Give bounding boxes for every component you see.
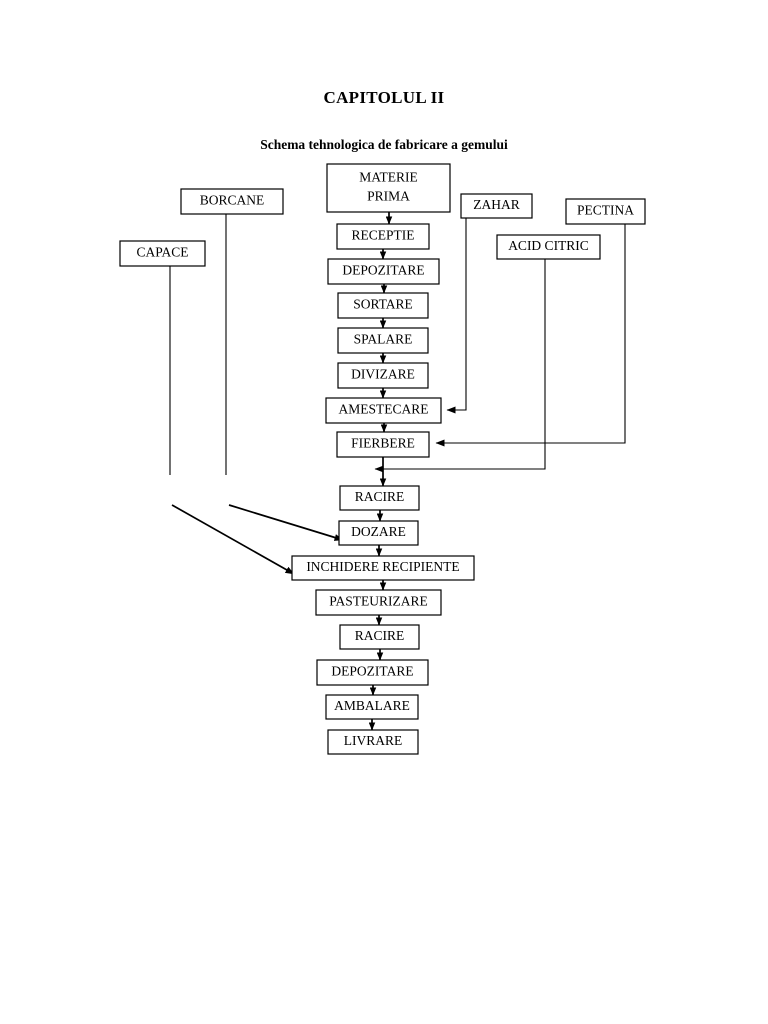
node-label: ACID CITRIC [508, 238, 589, 253]
node-label: AMBALARE [334, 698, 410, 713]
node-box [316, 659, 429, 686]
arrow-diagonal [171, 504, 295, 575]
flow-node-spalare[interactable]: SPALARE [337, 327, 429, 354]
node-label: LIVRARE [344, 733, 403, 748]
flow-node-fierbere[interactable]: FIERBERE [336, 431, 430, 458]
arrow-elbow [435, 224, 626, 447]
page-title: CAPITOLUL II [323, 88, 445, 107]
flow-edge-acid-citric-to-fierbere [374, 259, 546, 473]
node-layer: MATERIE PRIMA RECEPTIE DEPOZITARE SORTARE SPA… [119, 163, 646, 755]
node-label: DOZARE [351, 524, 406, 539]
node-label: INCHIDERE RECIPIENTE [306, 559, 459, 574]
node-label: ZAHAR [473, 197, 520, 212]
node-label: SORTARE [353, 297, 413, 312]
node-box [315, 589, 442, 616]
node-box [337, 327, 429, 354]
page-subtitle: Schema tehnologica de fabricare a gemulu… [260, 137, 508, 152]
flow-node-pasteurizare[interactable]: PASTEURIZARE [315, 589, 442, 616]
node-box [339, 485, 420, 511]
flow-node-pectina[interactable]: PECTINA [565, 198, 646, 225]
flow-edge-capace-to-inchidere-recipiente [169, 266, 295, 575]
node-label: BORCANE [200, 193, 265, 208]
flow-edge-zahar-to-amestecare [446, 218, 467, 414]
node-label: FIERBERE [351, 436, 415, 451]
node-label: DEPOZITARE [331, 664, 413, 679]
flow-node-dozare[interactable]: DOZARE [338, 520, 419, 546]
flow-node-depozitare-1[interactable]: DEPOZITARE [327, 258, 440, 285]
flow-node-zahar[interactable]: ZAHAR [460, 193, 533, 219]
flow-edge-pectina-to-fierbere [435, 224, 626, 447]
flow-node-materie-prima[interactable]: MATERIE PRIMA [326, 163, 451, 213]
flow-node-capace[interactable]: CAPACE [119, 240, 206, 267]
arrow-elbow [374, 259, 546, 473]
flow-node-inchidere-recipiente[interactable]: INCHIDERE RECIPIENTE [291, 555, 475, 581]
node-box [327, 729, 419, 755]
flow-node-sortare[interactable]: SORTARE [337, 292, 429, 319]
flow-node-racire-2[interactable]: RACIRE [339, 624, 420, 650]
node-label: PRIMA [367, 189, 410, 204]
node-box [339, 624, 420, 650]
node-label: DIVIZARE [351, 367, 415, 382]
node-box [326, 163, 451, 213]
node-box [336, 223, 430, 250]
node-label: DEPOZITARE [342, 263, 424, 278]
flow-node-acid-citric[interactable]: ACID CITRIC [496, 234, 601, 260]
flow-edge-borcane-to-dozare [225, 214, 344, 541]
edge-layer [169, 212, 626, 731]
node-label: RACIRE [355, 489, 405, 504]
node-box [337, 292, 429, 319]
flow-node-depozitare-2[interactable]: DEPOZITARE [316, 659, 429, 686]
flow-node-racire-1[interactable]: RACIRE [339, 485, 420, 511]
flow-node-receptie[interactable]: RECEPTIE [336, 223, 430, 250]
node-box [325, 694, 419, 720]
node-box [338, 520, 419, 546]
node-box [325, 397, 442, 424]
node-label: MATERIE [359, 170, 418, 185]
flow-node-amestecare[interactable]: AMESTECARE [325, 397, 442, 424]
node-label: RECEPTIE [352, 228, 415, 243]
flow-node-livrare[interactable]: LIVRARE [327, 729, 419, 755]
node-label: RACIRE [355, 628, 405, 643]
flow-node-divizare[interactable]: DIVIZARE [337, 362, 429, 389]
node-box [291, 555, 475, 581]
node-box [460, 193, 533, 219]
node-box [496, 234, 601, 260]
node-box [180, 188, 284, 215]
node-label: AMESTECARE [338, 402, 428, 417]
node-box [327, 258, 440, 285]
node-box [336, 431, 430, 458]
node-label: SPALARE [354, 332, 413, 347]
node-label: CAPACE [136, 245, 188, 260]
node-box [565, 198, 646, 225]
node-box [119, 240, 206, 267]
arrow-elbow [446, 218, 467, 414]
node-box [337, 362, 429, 389]
arrow-diagonal [228, 504, 344, 541]
flow-node-ambalare[interactable]: AMBALARE [325, 694, 419, 720]
node-label: PASTEURIZARE [329, 594, 428, 609]
flow-node-borcane[interactable]: BORCANE [180, 188, 284, 215]
node-label: PECTINA [577, 203, 634, 218]
